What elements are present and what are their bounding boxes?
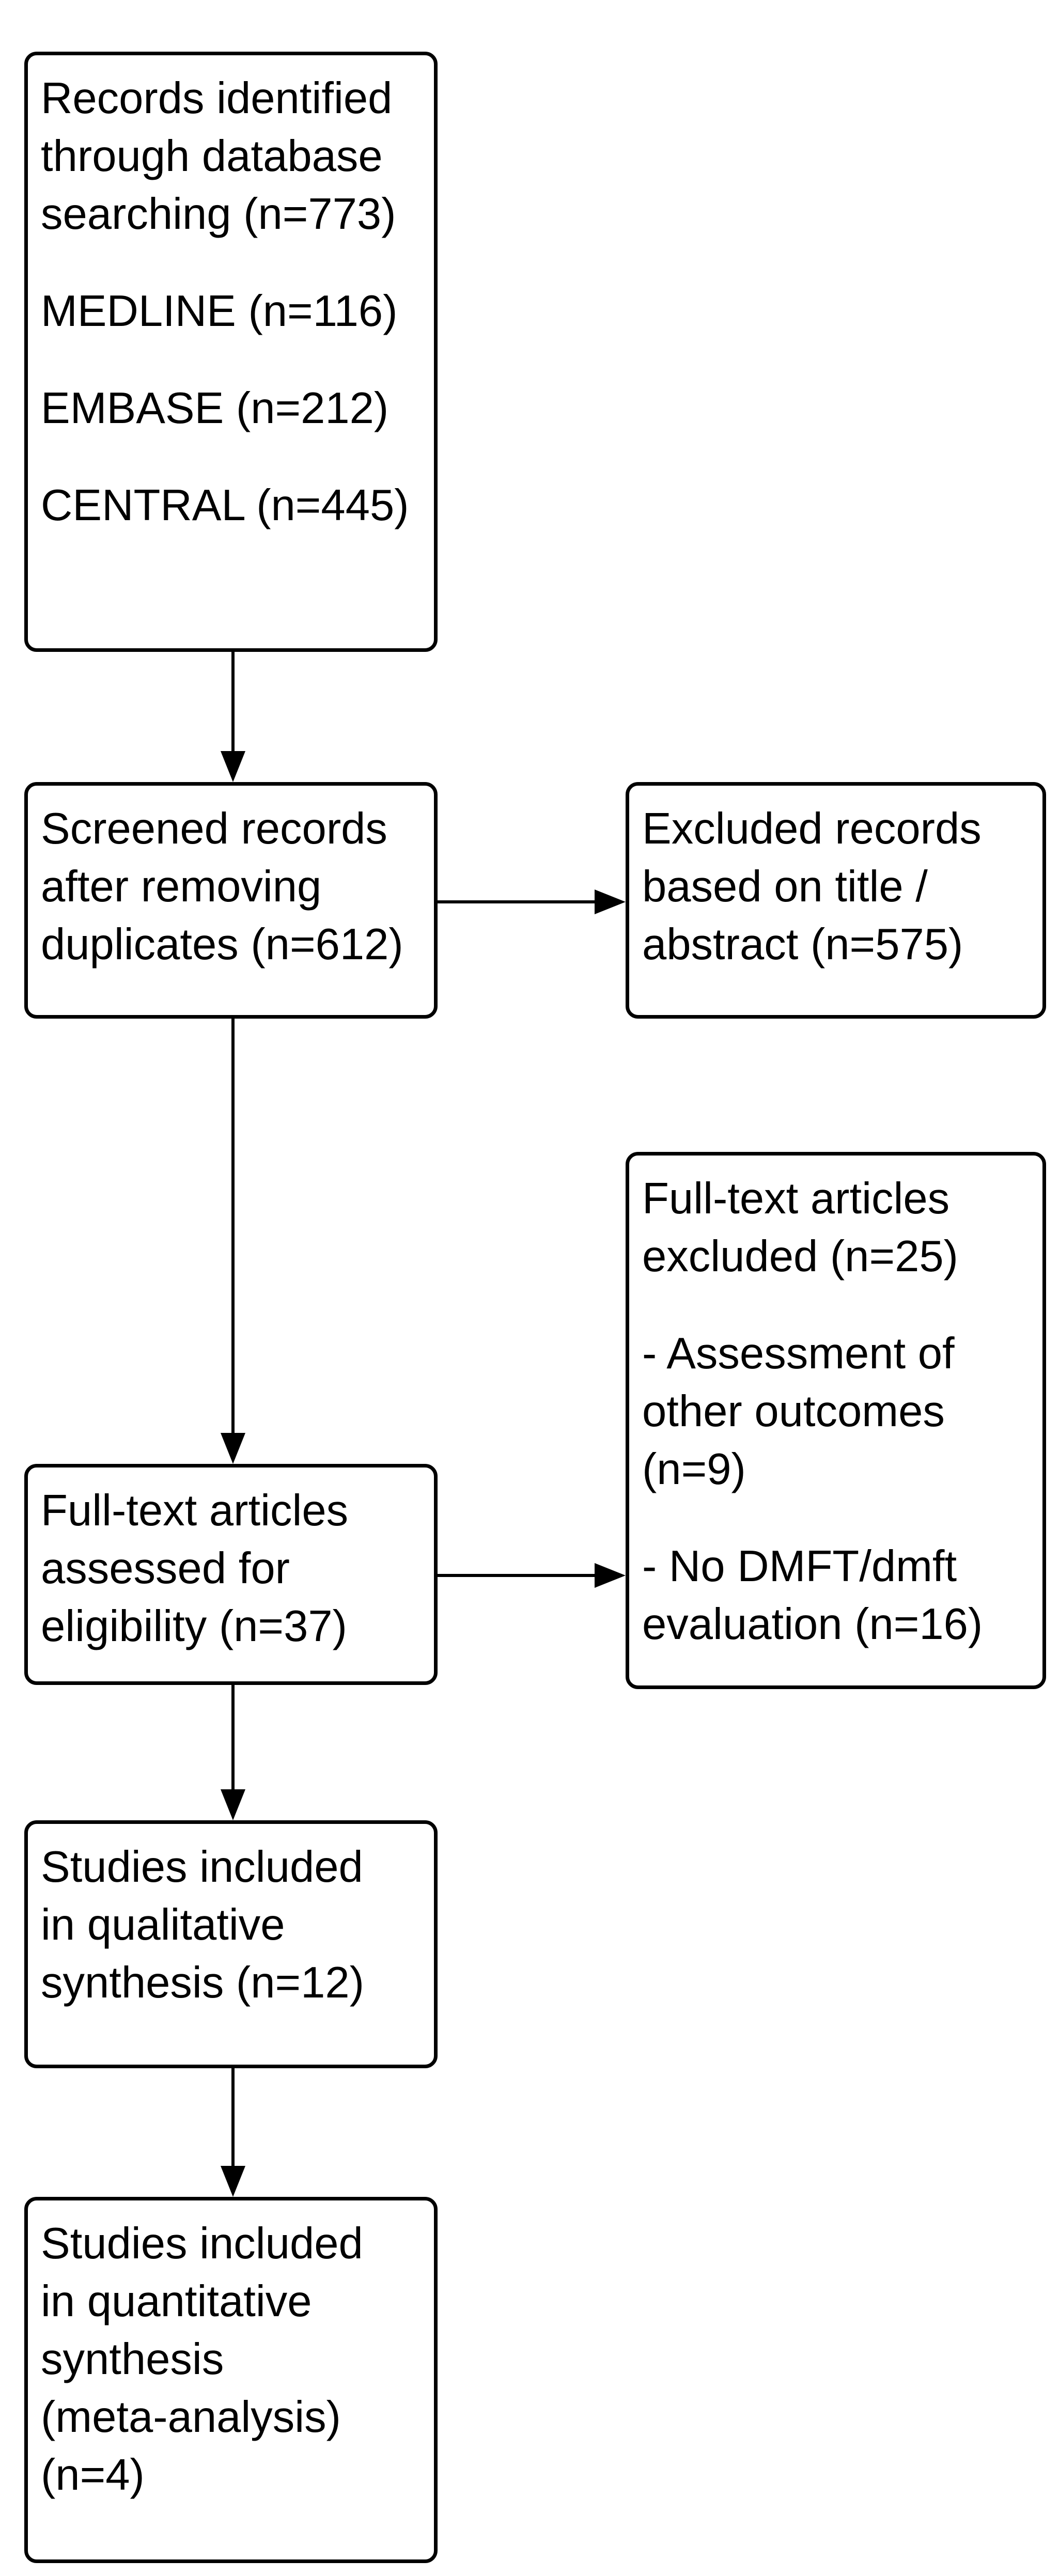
arrow-fulltext-to-excluded-head (595, 1563, 626, 1588)
arrow-fulltext-to-qualitative-head (221, 1789, 245, 1820)
flow-box-fulltext-excluded: Full-text articles excluded (n=25) - Ass… (626, 1152, 1046, 1689)
flow-box-qualitative-synthesis: Studies included in qualitative synthesi… (24, 1820, 438, 2068)
arrow-qualitative-to-quantitative-line (231, 2068, 235, 2171)
flow-box-screened-records: Screened records after removing duplicat… (24, 782, 438, 1019)
central-count-text: CENTRAL (n=445) (41, 481, 409, 530)
arrow-fulltext-to-qualitative-line (231, 1685, 235, 1794)
fulltext-assessed-text: Full-text articles assessed for eligibil… (41, 1486, 349, 1651)
medline-count-text: MEDLINE (n=116) (41, 287, 398, 336)
arrow-identified-to-screened-head (221, 751, 245, 782)
arrow-screened-to-fulltext-line (231, 1019, 235, 1437)
screened-records-text: Screened records after removing duplicat… (41, 804, 403, 969)
arrow-identified-to-screened-line (231, 652, 235, 755)
embase-count-text: EMBASE (n=212) (41, 384, 389, 433)
flow-box-fulltext-assessed: Full-text articles assessed for eligibil… (24, 1464, 438, 1685)
fulltext-excluded-title-text: Full-text articles excluded (n=25) (642, 1174, 958, 1281)
arrow-screened-to-fulltext-head (221, 1433, 245, 1464)
flow-box-records-identified: Records identified through database sear… (24, 52, 438, 652)
arrow-screened-to-excluded-line (438, 900, 598, 903)
flow-box-quantitative-synthesis: Studies included in quantitative synthes… (24, 2197, 438, 2563)
arrow-qualitative-to-quantitative-head (221, 2166, 245, 2197)
arrow-screened-to-excluded-head (595, 889, 626, 914)
records-identified-text: Records identified through database sear… (41, 74, 396, 239)
excluded-title-abstract-text: Excluded records based on title / abstra… (642, 804, 982, 969)
flow-box-excluded-title-abstract: Excluded records based on title / abstra… (626, 782, 1046, 1019)
fulltext-excluded-reason-outcomes-text: - Assessment of other outcomes (n=9) (642, 1329, 955, 1494)
fulltext-excluded-reason-dmft-text: - No DMFT/dmft evaluation (n=16) (642, 1542, 983, 1649)
qualitative-synthesis-text: Studies included in qualitative synthesi… (41, 1843, 365, 2007)
quantitative-synthesis-text: Studies included in quantitative synthes… (41, 2219, 363, 2500)
arrow-fulltext-to-excluded-line (438, 1574, 598, 1577)
